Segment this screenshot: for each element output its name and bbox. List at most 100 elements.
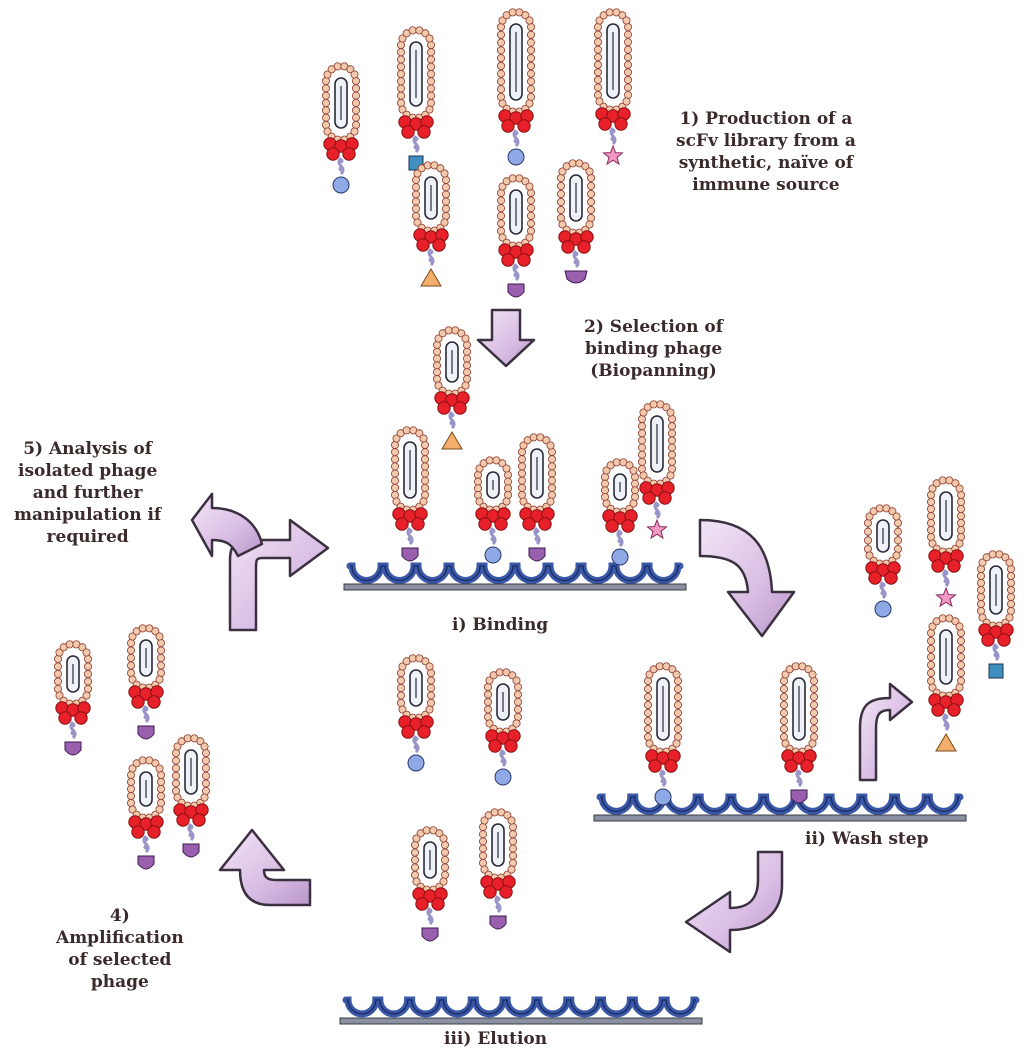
phage-scfv-linker <box>494 894 502 914</box>
phage-9 <box>473 456 512 564</box>
phage-14 <box>927 476 966 608</box>
elution-to-amplification-arrow <box>218 828 312 907</box>
phage-scfv-linker <box>142 704 150 724</box>
phage-antigen-star <box>646 518 668 540</box>
phage-20 <box>483 668 523 786</box>
phage-capsid <box>396 26 435 122</box>
phage-antigen-cup <box>489 915 507 930</box>
phage-scfv-linker <box>142 834 150 854</box>
phage-antigen-cup <box>507 283 525 298</box>
phage-scfv-linker <box>659 768 667 788</box>
phage-capsid <box>321 62 360 144</box>
analysis-arrow-left <box>190 492 264 558</box>
phage-18 <box>780 662 819 804</box>
wash-away-arrow <box>858 682 914 782</box>
phage-antigen-cup <box>421 927 439 942</box>
phage-antigen-widecup <box>564 270 588 284</box>
phage-antigen-circle <box>484 546 502 564</box>
phage-capsid <box>927 614 966 700</box>
phage-pIII-proteins <box>781 749 817 773</box>
phage-3 <box>594 8 633 166</box>
phage-pIII-proteins <box>412 887 448 911</box>
phage-5 <box>496 174 536 298</box>
phage-15 <box>977 550 1016 679</box>
phage-pIII-proteins <box>413 228 449 252</box>
phage-24 <box>127 624 165 740</box>
phage-scfv-linker <box>512 128 520 148</box>
phage-antigen-circle <box>494 768 512 786</box>
phage-6 <box>557 159 596 284</box>
phage-pIII-proteins <box>928 549 964 573</box>
phage-pIII-proteins <box>55 701 91 725</box>
phage-scfv-linker <box>499 748 507 768</box>
phage-21 <box>410 826 449 942</box>
phage-pIII-proteins <box>480 875 516 899</box>
phage-11 <box>601 458 640 566</box>
phage-scfv-linker <box>406 526 414 546</box>
phage-pIII-proteins <box>519 507 555 531</box>
arrows-layer <box>190 308 914 954</box>
phage-antigen-circle <box>332 176 350 194</box>
phage-antigen-circle <box>407 754 425 772</box>
step-5-analysis-label: 5) Analysis of isolated phage and furthe… <box>14 439 162 547</box>
phage-antigen-square <box>988 663 1004 679</box>
elution-label: iii) Elution <box>444 1029 548 1049</box>
phage-capsid <box>127 756 165 822</box>
phage-22 <box>478 808 517 930</box>
phage-scfv-linker <box>512 262 520 282</box>
phage-capsid <box>557 159 596 237</box>
phage-pIII-proteins <box>865 561 901 585</box>
step-4-amplification-label: 4) Amplification of selected phage <box>56 906 184 992</box>
phage-scfv-linker <box>426 906 434 926</box>
phage-capsid <box>390 426 429 514</box>
phage-scfv-linker <box>609 126 617 146</box>
phage-scfv-linker <box>533 526 541 546</box>
wash-plate <box>593 793 967 822</box>
phage-scfv-linker <box>942 568 950 588</box>
phage-antigen-cup <box>182 843 200 858</box>
phage-capsid <box>864 504 903 568</box>
phage-25 <box>127 756 165 870</box>
phage-12 <box>638 400 677 540</box>
phage-scfv-linker <box>448 410 456 430</box>
phage-16 <box>927 614 966 752</box>
phage-pIII-proteins <box>128 815 164 839</box>
phage-antigen-cup <box>137 725 155 740</box>
phage-scfv-linker <box>572 249 580 269</box>
phage-pIII-proteins <box>639 481 675 505</box>
phage-scfv-linker <box>69 720 77 740</box>
wash-step-label: ii) Wash step <box>805 829 929 849</box>
phage-capsid <box>496 174 536 250</box>
phage-capsid <box>396 654 435 722</box>
binding-to-wash-arrow <box>698 518 796 638</box>
phage-antigen-cup <box>401 547 419 562</box>
phage-pIII-proteins <box>645 749 681 773</box>
phage-pIII-proteins <box>434 391 470 415</box>
phage-pIII-proteins <box>498 243 534 267</box>
phage-13 <box>864 504 903 618</box>
phage-pIII-proteins <box>485 729 521 753</box>
phage-1 <box>396 26 435 171</box>
phage-capsid <box>127 624 165 692</box>
phage-capsid <box>54 640 93 708</box>
step-1-production-label: 1) Production of a scFv library from a s… <box>676 109 856 195</box>
binding-plate <box>343 562 687 591</box>
phage-capsid <box>483 668 523 736</box>
phage-scfv-linker <box>653 500 661 520</box>
phages-layer <box>54 8 1016 942</box>
phage-scfv-linker <box>427 247 435 267</box>
phage-pIII-proteins <box>173 803 209 827</box>
phage-pIII-proteins <box>978 623 1014 647</box>
step-2-selection-label: 2) Selection of binding phage (Biopannin… <box>584 317 724 381</box>
phage-antigen-star <box>935 586 957 608</box>
phage-8 <box>390 426 429 562</box>
phage-26 <box>171 734 210 858</box>
phage-capsid <box>411 161 450 235</box>
phage-capsid <box>496 8 536 116</box>
phage-antigen-circle <box>654 788 672 806</box>
wash-to-elution-arrow <box>684 850 784 954</box>
phage-antigen-cup <box>137 855 155 870</box>
phage-capsid <box>478 808 517 882</box>
phage-capsid <box>171 734 210 810</box>
